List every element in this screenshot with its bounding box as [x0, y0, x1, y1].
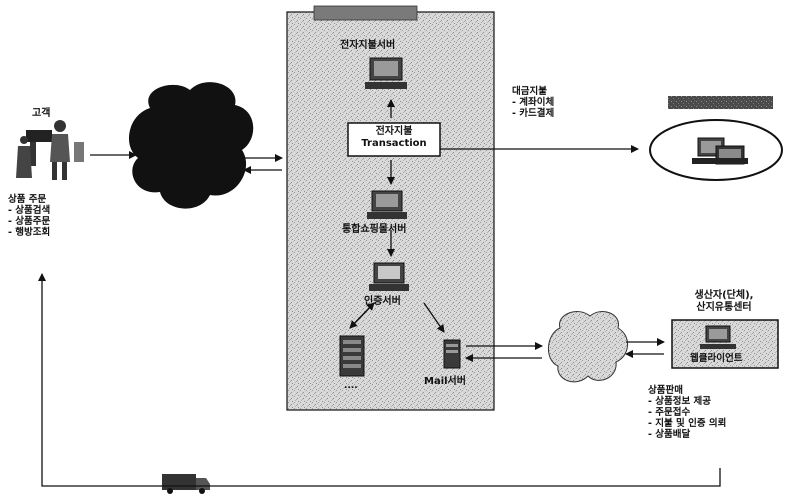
customer-order-item: - 상품검색: [8, 205, 51, 216]
payment-transaction-line1: 전자지불: [375, 126, 413, 137]
electronic-payment-server-label: 전자지불서버: [340, 40, 396, 51]
customer-order-item: - 행방조회: [8, 227, 51, 238]
bank-computers-icon: [692, 137, 748, 165]
payment-item: - 계좌이체: [512, 97, 555, 108]
shopping-mall-server-icon: [367, 190, 407, 219]
internet-cloud: [128, 82, 254, 209]
db-server-caption: ....: [344, 381, 358, 391]
customer-order-item: - 상품주문: [8, 216, 51, 227]
producer-sales-item: - 지불 및 인증 의뢰: [648, 418, 727, 429]
mail-server-label: Mail서버: [424, 376, 466, 387]
web-client-computer-icon: [700, 325, 736, 349]
producer-sales-item: - 상품배달: [648, 429, 691, 440]
producer-title: 생산자(단체), 산지유통센터: [662, 290, 786, 314]
shopping-mall-header-bar: [313, 5, 418, 21]
customer-order-title: 상품 주문: [8, 194, 47, 205]
bank-header-bar: [668, 96, 773, 109]
auth-server-icon: [369, 262, 409, 291]
customer-label: 고객: [32, 108, 51, 119]
auth-server-label: 인증서버: [364, 296, 401, 307]
producer-title-line1: 생산자(단체),: [694, 290, 754, 301]
db-server-tower-icon: [339, 335, 365, 377]
delivery-truck-icon: [162, 474, 210, 494]
connectors: [38, 99, 721, 487]
payment-transaction-label: 전자지불 Transaction: [348, 126, 440, 150]
customer-order-list: 상품 주문 - 상품검색 - 상품주문 - 행방조회: [8, 194, 50, 238]
payment-transaction-line2: Transaction: [361, 138, 427, 149]
producer-sales-item: - 상품정보 제공: [648, 396, 711, 407]
producer-sales-title: 상품판매: [648, 385, 683, 396]
producer-sales-list: 상품판매 - 상품정보 제공 - 주문접수 - 지불 및 인증 의뢰 - 상품배…: [648, 385, 726, 440]
payment-item: - 카드결제: [512, 108, 555, 119]
electronic-payment-server-icon: [365, 57, 407, 89]
customer-illustration: [16, 120, 84, 180]
web-client-label: 웹클라이언트: [690, 353, 743, 364]
mail-server-tower-icon: [443, 339, 461, 369]
network-cloud: [548, 311, 628, 383]
integrated-shopping-server-label: 통합쇼핑몰서버: [342, 224, 407, 235]
producer-sales-item: - 주문접수: [648, 407, 691, 418]
payment-list: 대금지불 - 계좌이체 - 카드결제: [512, 86, 554, 119]
payment-title: 대금지불: [512, 86, 547, 97]
producer-title-line2: 산지유통센터: [696, 302, 752, 313]
payment-transaction-box: [347, 122, 441, 157]
